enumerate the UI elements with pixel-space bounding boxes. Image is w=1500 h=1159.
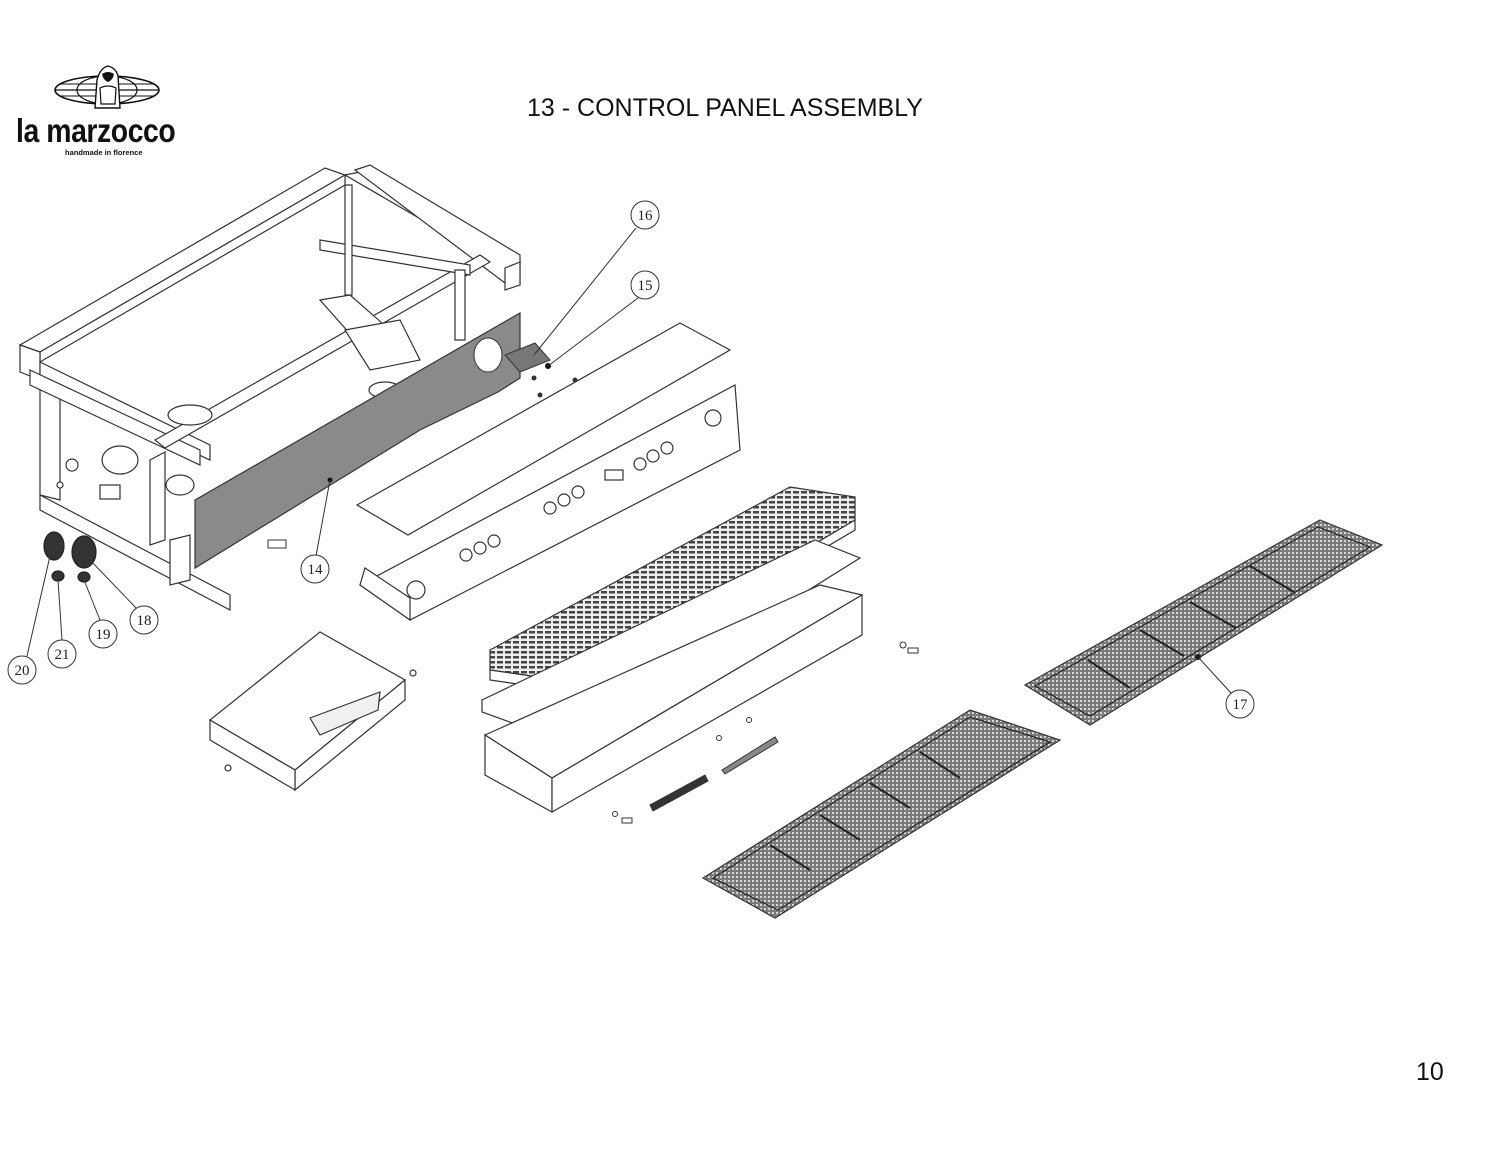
mounting-bracket <box>504 342 551 373</box>
callout-21: 21 <box>47 639 77 669</box>
back-panel <box>194 311 521 570</box>
callout-15: 15 <box>630 270 660 300</box>
back-panel-hole <box>473 337 503 373</box>
chassis-frame <box>18 164 522 611</box>
brand-name: la marzocco <box>16 112 176 149</box>
fasteners <box>612 641 919 824</box>
callout-19: 19 <box>88 619 118 649</box>
svg-text:14: 14 <box>308 562 324 578</box>
cup-rest-grid-upper <box>1023 519 1384 726</box>
lion-globe-icon <box>54 65 160 109</box>
svg-text:20: 20 <box>15 663 30 679</box>
brand-tagline: handmade in florence <box>65 148 143 157</box>
lower-tray-box <box>208 631 417 792</box>
page-title: 13 - CONTROL PANEL ASSEMBLY <box>527 94 923 122</box>
cup-rest-grid-lower <box>701 709 1062 919</box>
callout-18: 18 <box>129 605 159 635</box>
svg-text:15: 15 <box>638 278 653 294</box>
svg-text:21: 21 <box>55 647 70 663</box>
callout-17: 17 <box>1225 689 1255 719</box>
drip-tray-box <box>483 584 864 814</box>
svg-text:18: 18 <box>137 613 152 629</box>
svg-text:17: 17 <box>1233 697 1249 713</box>
callout-14: 14 <box>300 554 330 584</box>
page-number: 10 <box>1416 1058 1444 1086</box>
callout-16: 16 <box>630 200 660 230</box>
svg-text:16: 16 <box>638 208 654 224</box>
knob-parts <box>43 531 97 583</box>
brand-logo: la marzocco handmade in florence <box>10 60 205 165</box>
control-panel-face <box>358 384 741 622</box>
callout-leaders <box>26 227 1232 694</box>
svg-text:19: 19 <box>96 627 111 643</box>
top-cover-plate <box>355 322 732 536</box>
callout-20: 20 <box>7 655 37 685</box>
